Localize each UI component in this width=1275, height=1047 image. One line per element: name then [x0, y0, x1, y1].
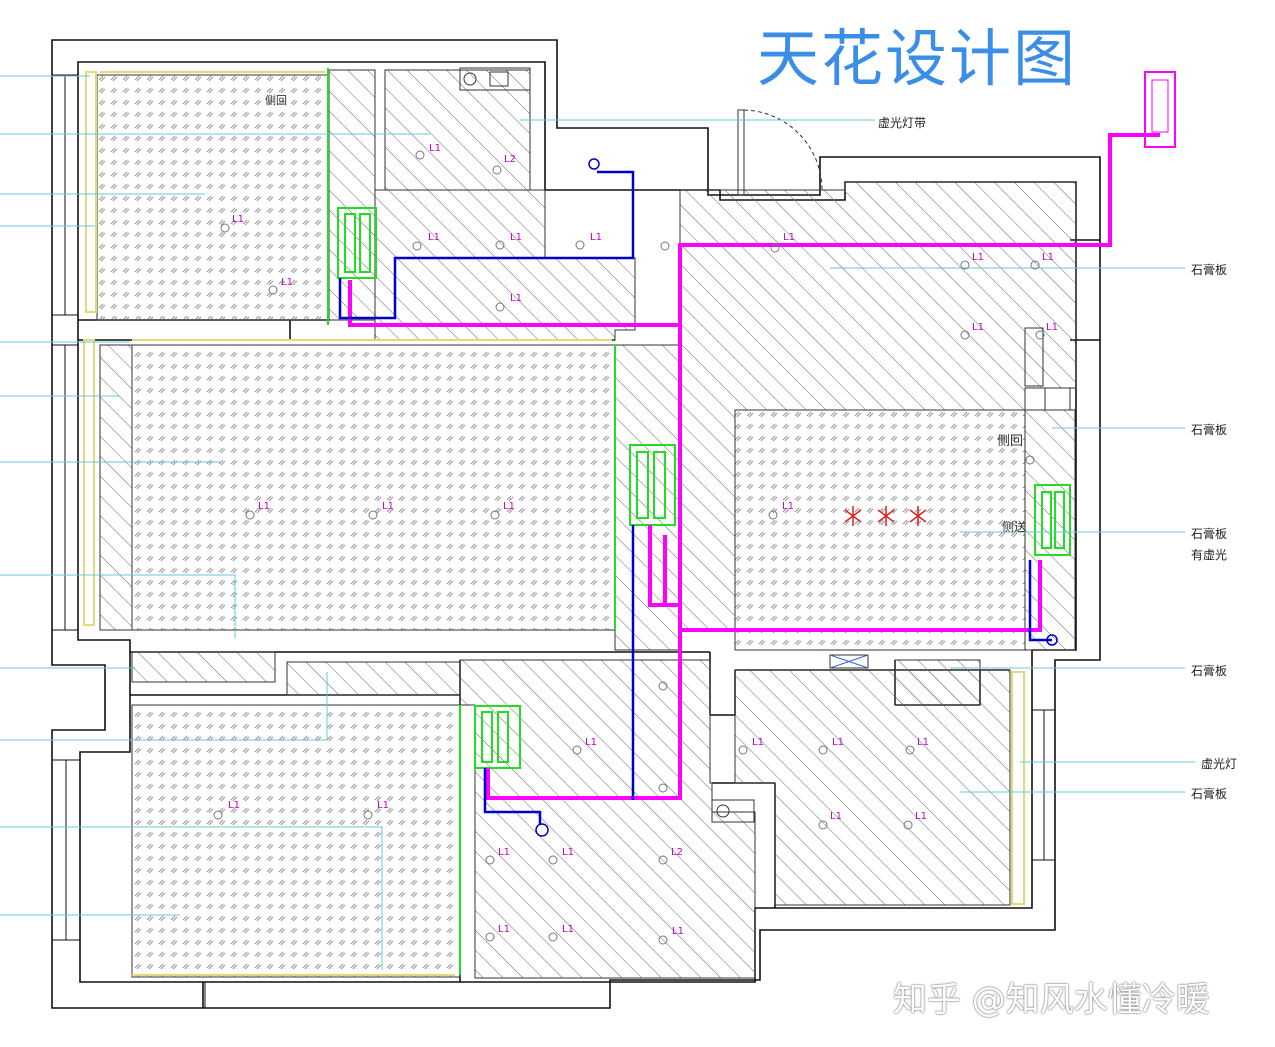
fixture	[658, 855, 668, 865]
fixture	[220, 223, 230, 233]
note-side-return-2: 侧回	[997, 433, 1024, 448]
tag-l1: L1	[562, 847, 574, 858]
fixture	[658, 935, 668, 945]
fixture	[268, 285, 278, 295]
tag-l1: L1	[382, 501, 394, 512]
outdoor-unit	[1144, 71, 1176, 148]
fixture	[903, 820, 913, 830]
tag-l1: L1	[228, 800, 240, 811]
tag-l1: L1	[783, 232, 795, 243]
label-gypsum-3: 石膏板	[1191, 527, 1228, 541]
entry-door	[459, 67, 1071, 823]
note-side-supply: 侧送	[1002, 520, 1027, 534]
fixture	[572, 745, 582, 755]
fixture	[495, 240, 505, 250]
fixture	[818, 745, 828, 755]
tag-l1: L1	[585, 737, 597, 748]
label-light-strip: 虚光灯带	[878, 116, 927, 130]
fixture	[768, 510, 778, 520]
fixture	[495, 302, 505, 312]
room-middle	[99, 344, 133, 631]
tag-l1: L1	[377, 800, 389, 811]
tag-l1: L1	[917, 737, 929, 748]
tag-l1: L1	[830, 811, 842, 822]
windows	[51, 74, 1101, 1009]
room-bottom-left	[131, 704, 461, 978]
tag-l1: L1	[510, 293, 522, 304]
fixture	[1025, 455, 1035, 465]
fixture	[1035, 330, 1045, 340]
label-gypsum-1: 石膏板	[1191, 263, 1228, 277]
room-top-left	[96, 74, 330, 321]
tag-l1: L1	[752, 737, 764, 748]
tag-l1: L1	[782, 501, 794, 512]
tag-l1: L1	[428, 232, 440, 243]
tag-l1: L1	[972, 252, 984, 263]
fixture	[818, 820, 828, 830]
room-top-kitchen	[384, 69, 531, 191]
fixture	[575, 240, 585, 250]
label-gypsum-5: 石膏板	[1191, 787, 1228, 801]
tag-l1: L1	[1042, 252, 1054, 263]
fixture	[658, 783, 668, 793]
tag-l1: L1	[672, 926, 684, 937]
fixture	[658, 681, 668, 691]
tag-l1: L1	[498, 847, 510, 858]
fan-icon	[844, 506, 927, 526]
tag-l1: L1	[281, 277, 293, 288]
label-gypsum-2: 石膏板	[1191, 423, 1228, 437]
tag-l1: L1	[832, 737, 844, 748]
fixture	[245, 510, 255, 520]
rooms	[96, 69, 1077, 979]
fixture	[213, 810, 223, 820]
tag-l1: L1	[915, 811, 927, 822]
tag-l1: L1	[510, 232, 522, 243]
fixture	[960, 260, 970, 270]
leader-lines	[0, 75, 1195, 970]
fixture	[412, 241, 422, 251]
light-coves	[83, 71, 1025, 976]
fixture	[770, 243, 780, 253]
tag-l1: L1	[232, 214, 244, 225]
tag-l1: L1	[498, 924, 510, 935]
fixture	[490, 510, 500, 520]
tag-l1: L1	[590, 232, 602, 243]
tag-l1: L1	[258, 501, 270, 512]
tag-l1: L1	[429, 143, 441, 154]
tag-l2: L2	[504, 154, 516, 165]
fixture	[492, 165, 502, 175]
tag-l1: L1	[1046, 322, 1058, 333]
tag-l2: L2	[671, 847, 683, 858]
fixture	[660, 241, 670, 251]
fixture	[738, 745, 748, 755]
supply-ducts	[348, 133, 1160, 800]
fixture	[1030, 260, 1040, 270]
note-side-return-1: 侧回	[265, 95, 287, 107]
fixture	[960, 330, 970, 340]
fixture	[415, 150, 425, 160]
fixture	[485, 855, 495, 865]
light-fixtures	[213, 150, 1045, 945]
label-gypsum-3b: 有虚光	[1191, 548, 1228, 562]
fixture	[905, 745, 915, 755]
fixture	[548, 932, 558, 942]
water-pipes	[338, 170, 1052, 825]
room-living	[374, 189, 636, 341]
fixture	[485, 932, 495, 942]
tag-l1: L1	[972, 322, 984, 333]
label-gypsum-4: 石膏板	[1191, 664, 1228, 678]
page-title: 天花设计图	[757, 22, 1078, 95]
fixture	[548, 855, 558, 865]
tag-l1: L1	[562, 924, 574, 935]
fixture	[363, 810, 373, 820]
watermark: 知乎 @知风水懂冷暖	[893, 980, 1210, 1020]
ac-units	[327, 68, 1071, 975]
tag-l1: L1	[503, 501, 515, 512]
fixture	[368, 510, 378, 520]
label-light-right: 虚光灯	[1201, 757, 1238, 771]
